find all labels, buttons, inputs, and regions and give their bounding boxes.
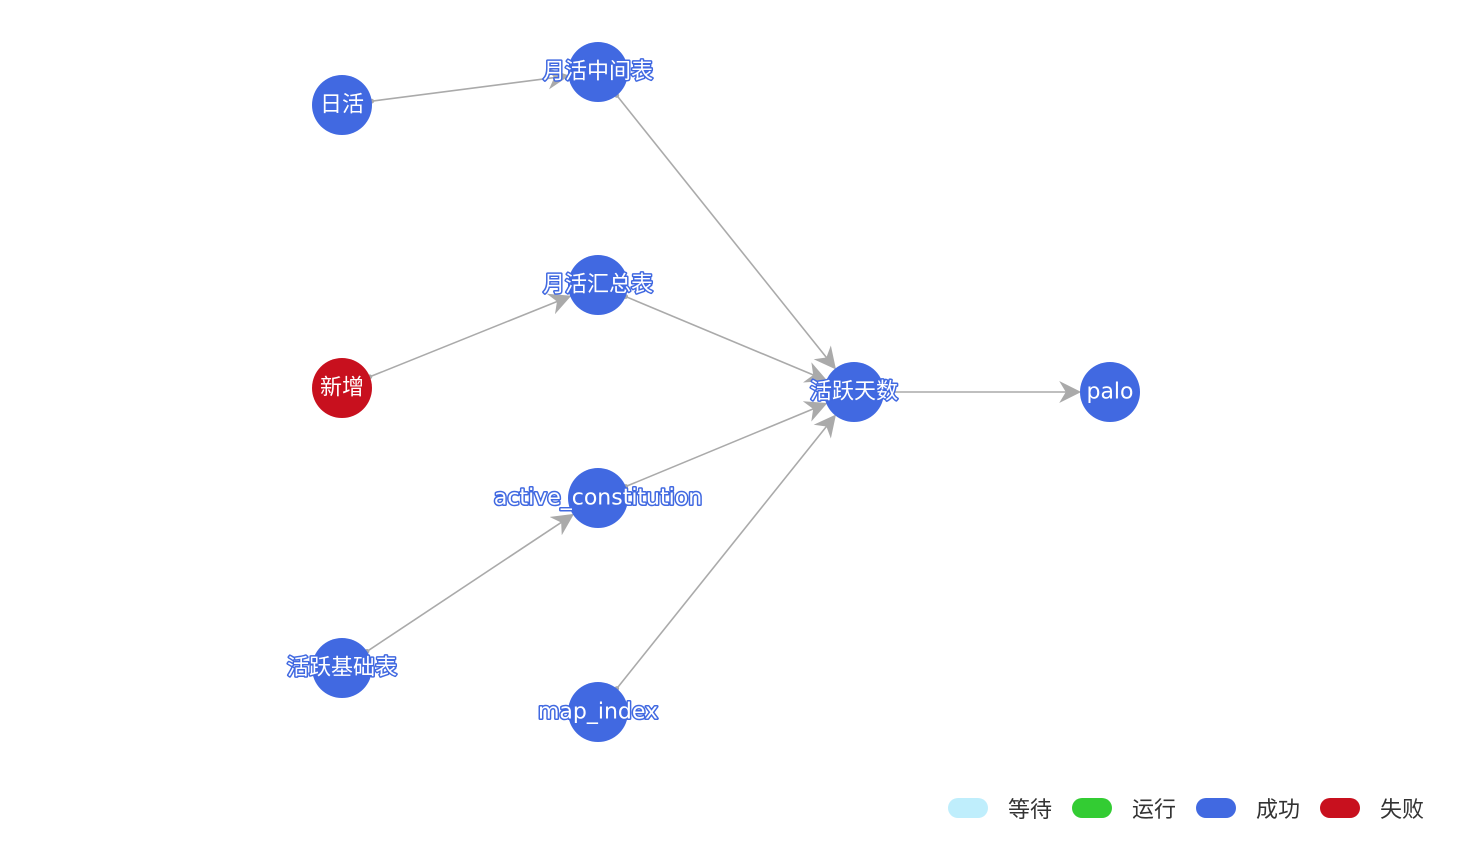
node-circle-xinzeng[interactable]: [312, 358, 372, 418]
legend-label-waiting: 等待: [1007, 798, 1052, 823]
edge-map_index-to-huoyue_ts: [614, 414, 837, 691]
legend-label-success: 成功: [1255, 798, 1300, 823]
node-circle-yuehuo_zj[interactable]: [568, 42, 628, 102]
node-label-yuehuo_hz: 月活汇总表: [543, 273, 653, 298]
node-label-palo: palo: [1086, 380, 1133, 405]
node-circle-yuehuo_hz[interactable]: [568, 255, 628, 315]
node-active_constitution[interactable]: active_constitution: [492, 468, 704, 528]
node-circle-palo[interactable]: [1080, 362, 1140, 422]
node-circle-huoyue_jc[interactable]: [312, 638, 372, 698]
legend-label-running: 运行: [1131, 798, 1176, 823]
legend-swatch-running: [1071, 798, 1112, 818]
node-circle-riho[interactable]: [312, 75, 372, 135]
legend-item-running[interactable]: 运行: [1071, 792, 1176, 824]
legend-item-success[interactable]: 成功: [1195, 792, 1300, 824]
node-yuehuo_hz[interactable]: 月活汇总表: [541, 255, 655, 315]
node-label-xinzeng: 新增: [320, 376, 364, 401]
edge-active_constitution-to-huoyue_ts: [623, 401, 828, 489]
node-label-huoyue_jc: 活跃基础表: [287, 656, 397, 681]
node-palo[interactable]: palo: [1080, 362, 1140, 422]
node-riho[interactable]: 日活: [312, 75, 372, 135]
node-huoyue_jc[interactable]: 活跃基础表: [285, 638, 399, 698]
node-huoyue_ts[interactable]: 活跃天数: [808, 362, 900, 422]
legend-swatch-waiting: [947, 798, 988, 818]
legend-swatch-success: [1195, 798, 1236, 818]
node-label-map_index: map_index: [538, 700, 658, 725]
edge-xinzeng-to-yuehuo_hz: [367, 293, 572, 380]
legend-label-failed: 失败: [1379, 798, 1424, 823]
node-yuehuo_zj[interactable]: 月活中间表: [541, 42, 655, 102]
edge-yuehuo_zj-to-huoyue_ts: [614, 93, 837, 370]
node-circle-active_constitution[interactable]: [568, 468, 628, 528]
edge-riho-to-yuehuo_zj: [369, 67, 570, 104]
edges-layer: [364, 67, 1082, 691]
node-label-active_constitution: active_constitution: [494, 486, 702, 511]
status-legend: 等待 运行 成功 失败: [928, 792, 1424, 824]
legend-swatch-failed: [1319, 798, 1360, 818]
legend-item-waiting[interactable]: 等待: [947, 792, 1052, 824]
node-map_index[interactable]: map_index: [536, 682, 660, 742]
node-label-huoyue_ts: 活跃天数: [810, 380, 898, 405]
edge-yuehuo_hz-to-huoyue_ts: [623, 294, 828, 383]
node-circle-huoyue_ts[interactable]: [824, 362, 884, 422]
node-xinzeng[interactable]: 新增: [312, 358, 372, 418]
edge-huoyue_jc-to-active_constitution: [364, 513, 575, 654]
legend-item-failed[interactable]: 失败: [1319, 792, 1424, 824]
node-label-yuehuo_zj: 月活中间表: [543, 60, 653, 85]
node-circle-map_index[interactable]: [568, 682, 628, 742]
node-label-riho: 日活: [320, 93, 364, 118]
